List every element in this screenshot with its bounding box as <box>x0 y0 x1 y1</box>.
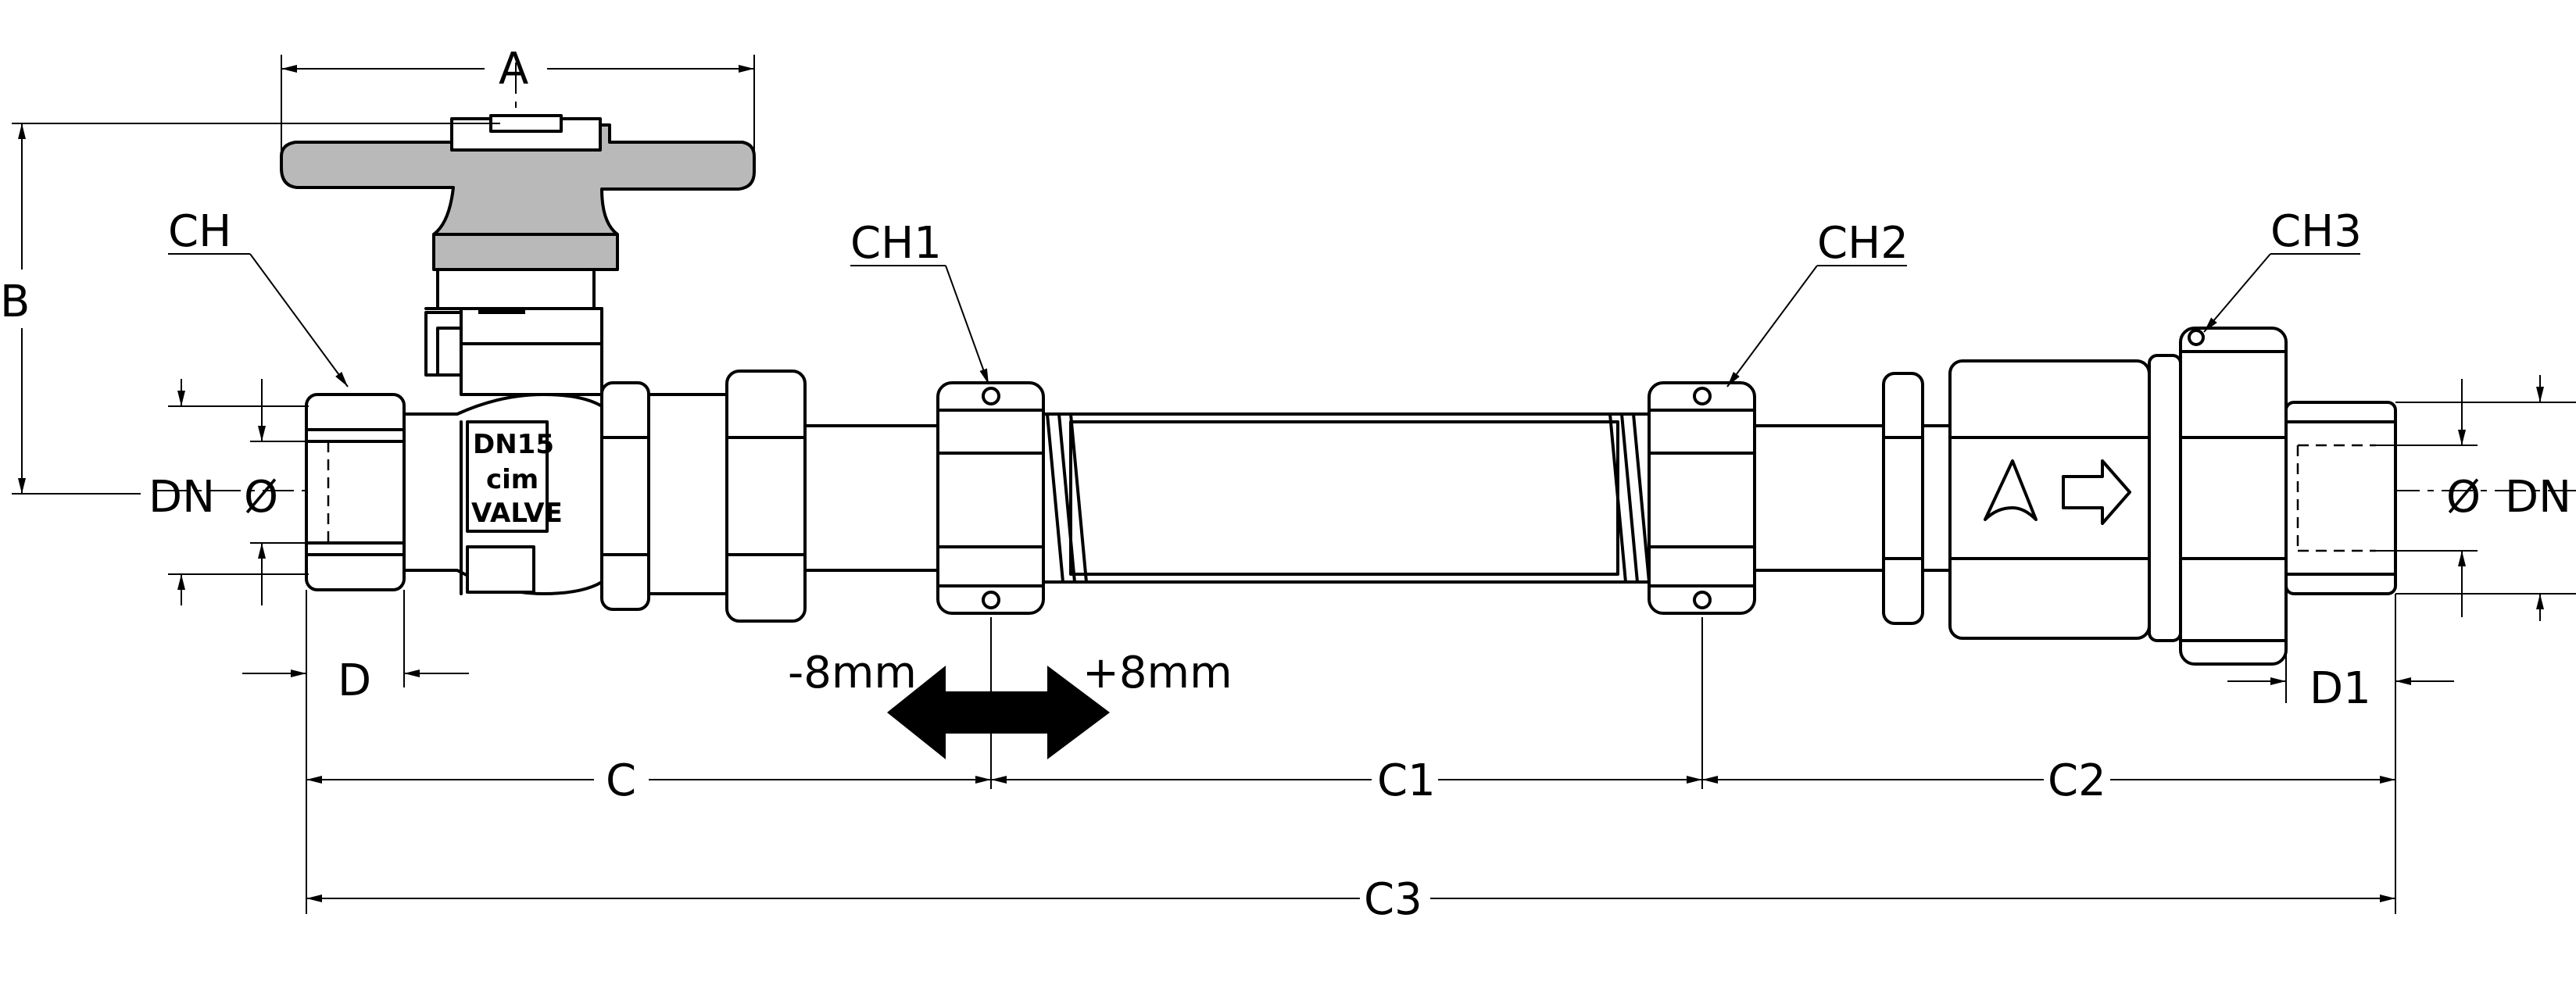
compression-nut-ch1 <box>936 381 1045 615</box>
flow-direction-arrow-icon <box>2062 459 2131 525</box>
label-ch1: CH1 <box>850 218 942 269</box>
double-headed-arrow-icon <box>887 666 1110 759</box>
leader-ch: CH <box>168 206 349 387</box>
union-nut-ch3 <box>2179 327 2288 666</box>
valve-word-marking: VALVE <box>471 498 563 529</box>
valve-marking-plate <box>466 420 549 533</box>
diameter-left: DN Ø <box>148 379 309 605</box>
valve-brand-marking: cim <box>486 464 538 495</box>
dimension-c3: C3 <box>306 874 2395 925</box>
valve-stem-gland <box>460 307 603 396</box>
lock-nut <box>1882 372 1924 625</box>
compression-nut-ch2 <box>1648 381 1756 615</box>
check-valve-union <box>1882 327 2397 666</box>
label-c3: C3 <box>1364 874 1422 925</box>
dimension-chain-c: C C1 C2 <box>306 617 2396 914</box>
ball-valve: DN15 cim VALVE <box>280 114 807 623</box>
label-c: C <box>606 755 636 806</box>
male-tail-piece <box>2284 401 2397 595</box>
label-dn-right: DN <box>2505 472 2571 523</box>
dimension-d1: D1 <box>2227 594 2454 714</box>
label-c2: C2 <box>2048 755 2106 806</box>
inlet-hex <box>305 393 406 591</box>
label-ch: CH <box>168 206 231 257</box>
label-d: D <box>338 655 371 706</box>
label-plus-8mm: +8mm <box>1082 648 1233 698</box>
label-dn-left: DN <box>148 472 215 523</box>
label-phi-left: Ø <box>244 472 278 523</box>
label-ch2: CH2 <box>1817 218 1909 269</box>
valve-outlet-hex <box>600 381 650 611</box>
dimension-d: D <box>242 590 469 706</box>
pipe-left <box>803 424 939 572</box>
label-a: A <box>499 44 528 95</box>
dimension-a: A <box>281 44 755 156</box>
label-b: B <box>0 277 30 327</box>
label-ch3: CH3 <box>2270 206 2362 257</box>
label-phi-right: Ø <box>2446 472 2481 523</box>
butterfly-handle <box>280 123 756 271</box>
pipe-right <box>1753 424 1885 572</box>
label-minus-8mm: -8mm <box>788 648 917 698</box>
valve-size-marking: DN15 <box>473 429 554 460</box>
adjustment-range: -8mm +8mm <box>788 648 1233 759</box>
dimension-b: B <box>0 123 500 495</box>
leader-ch2: CH2 <box>1726 218 1909 387</box>
label-d1: D1 <box>2309 663 2371 714</box>
diameter-right: Ø DN <box>2376 375 2576 621</box>
brand-logo-icon <box>1984 459 2038 521</box>
leader-ch3: CH3 <box>2203 206 2362 333</box>
valve-union-nut <box>725 370 807 623</box>
extension-tube <box>1042 412 1651 584</box>
label-c1: C1 <box>1377 755 1436 806</box>
leader-ch1: CH1 <box>850 218 989 385</box>
